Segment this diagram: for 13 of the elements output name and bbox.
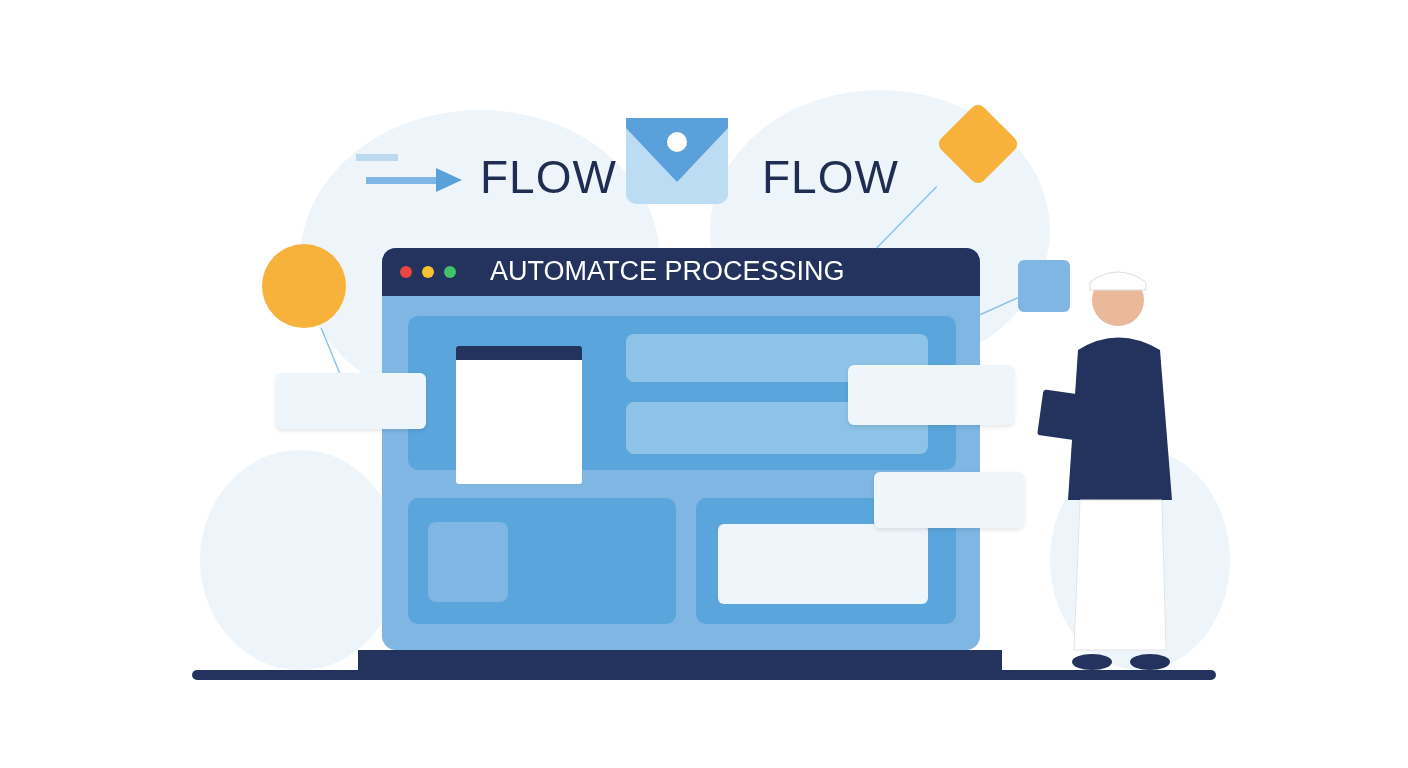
connector-line (979, 296, 1019, 316)
laptop-base (358, 650, 1002, 670)
notification-toast (276, 373, 426, 429)
heading-word: FLOW (480, 150, 617, 204)
document-card (456, 346, 582, 484)
connector-line (320, 327, 341, 374)
connector-line (875, 185, 938, 249)
notification-toast (848, 365, 1014, 425)
thumbs-up-card (1018, 260, 1070, 312)
like-card (718, 524, 928, 604)
notification-toast (874, 472, 1024, 528)
heading-word: FLOW (762, 150, 899, 204)
window-title: AUTOMATCE PROCESSING (490, 256, 845, 287)
